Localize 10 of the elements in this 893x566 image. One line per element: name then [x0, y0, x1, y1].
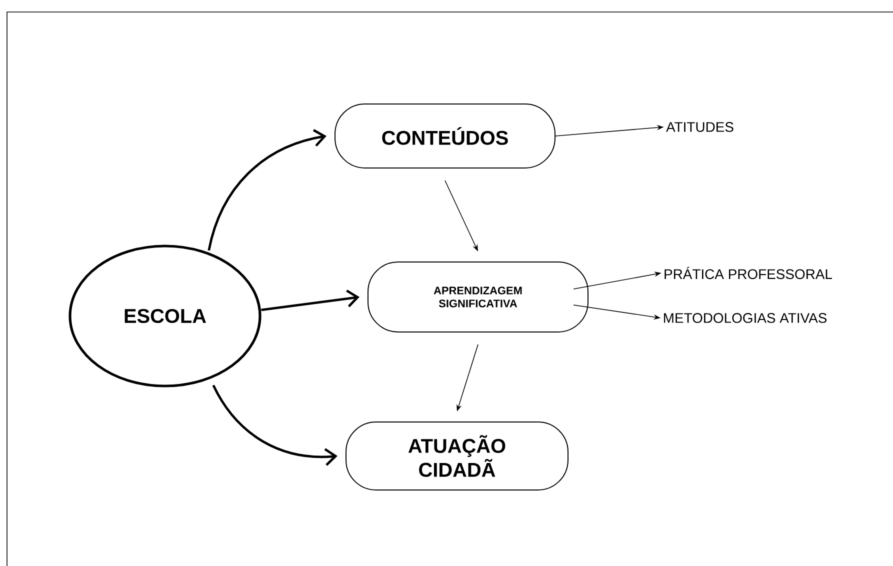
oval-node: ESCOLA [68, 244, 262, 388]
node-text: METODOLOGIAS ATIVAS [664, 313, 827, 323]
process-box: ATUAÇÃO CIDADÃ [346, 421, 568, 490]
node-text: PRÁTICA PROFESSORAL [664, 266, 832, 280]
process-box: CONTEÚDOS [334, 103, 556, 168]
arrow [261, 290, 360, 312]
arrow [212, 384, 338, 466]
arrow [208, 128, 326, 251]
process-box: APRENDIZAGEM SIGNIFICATIVA [368, 261, 588, 332]
node-text: ATITUDES [666, 122, 734, 132]
